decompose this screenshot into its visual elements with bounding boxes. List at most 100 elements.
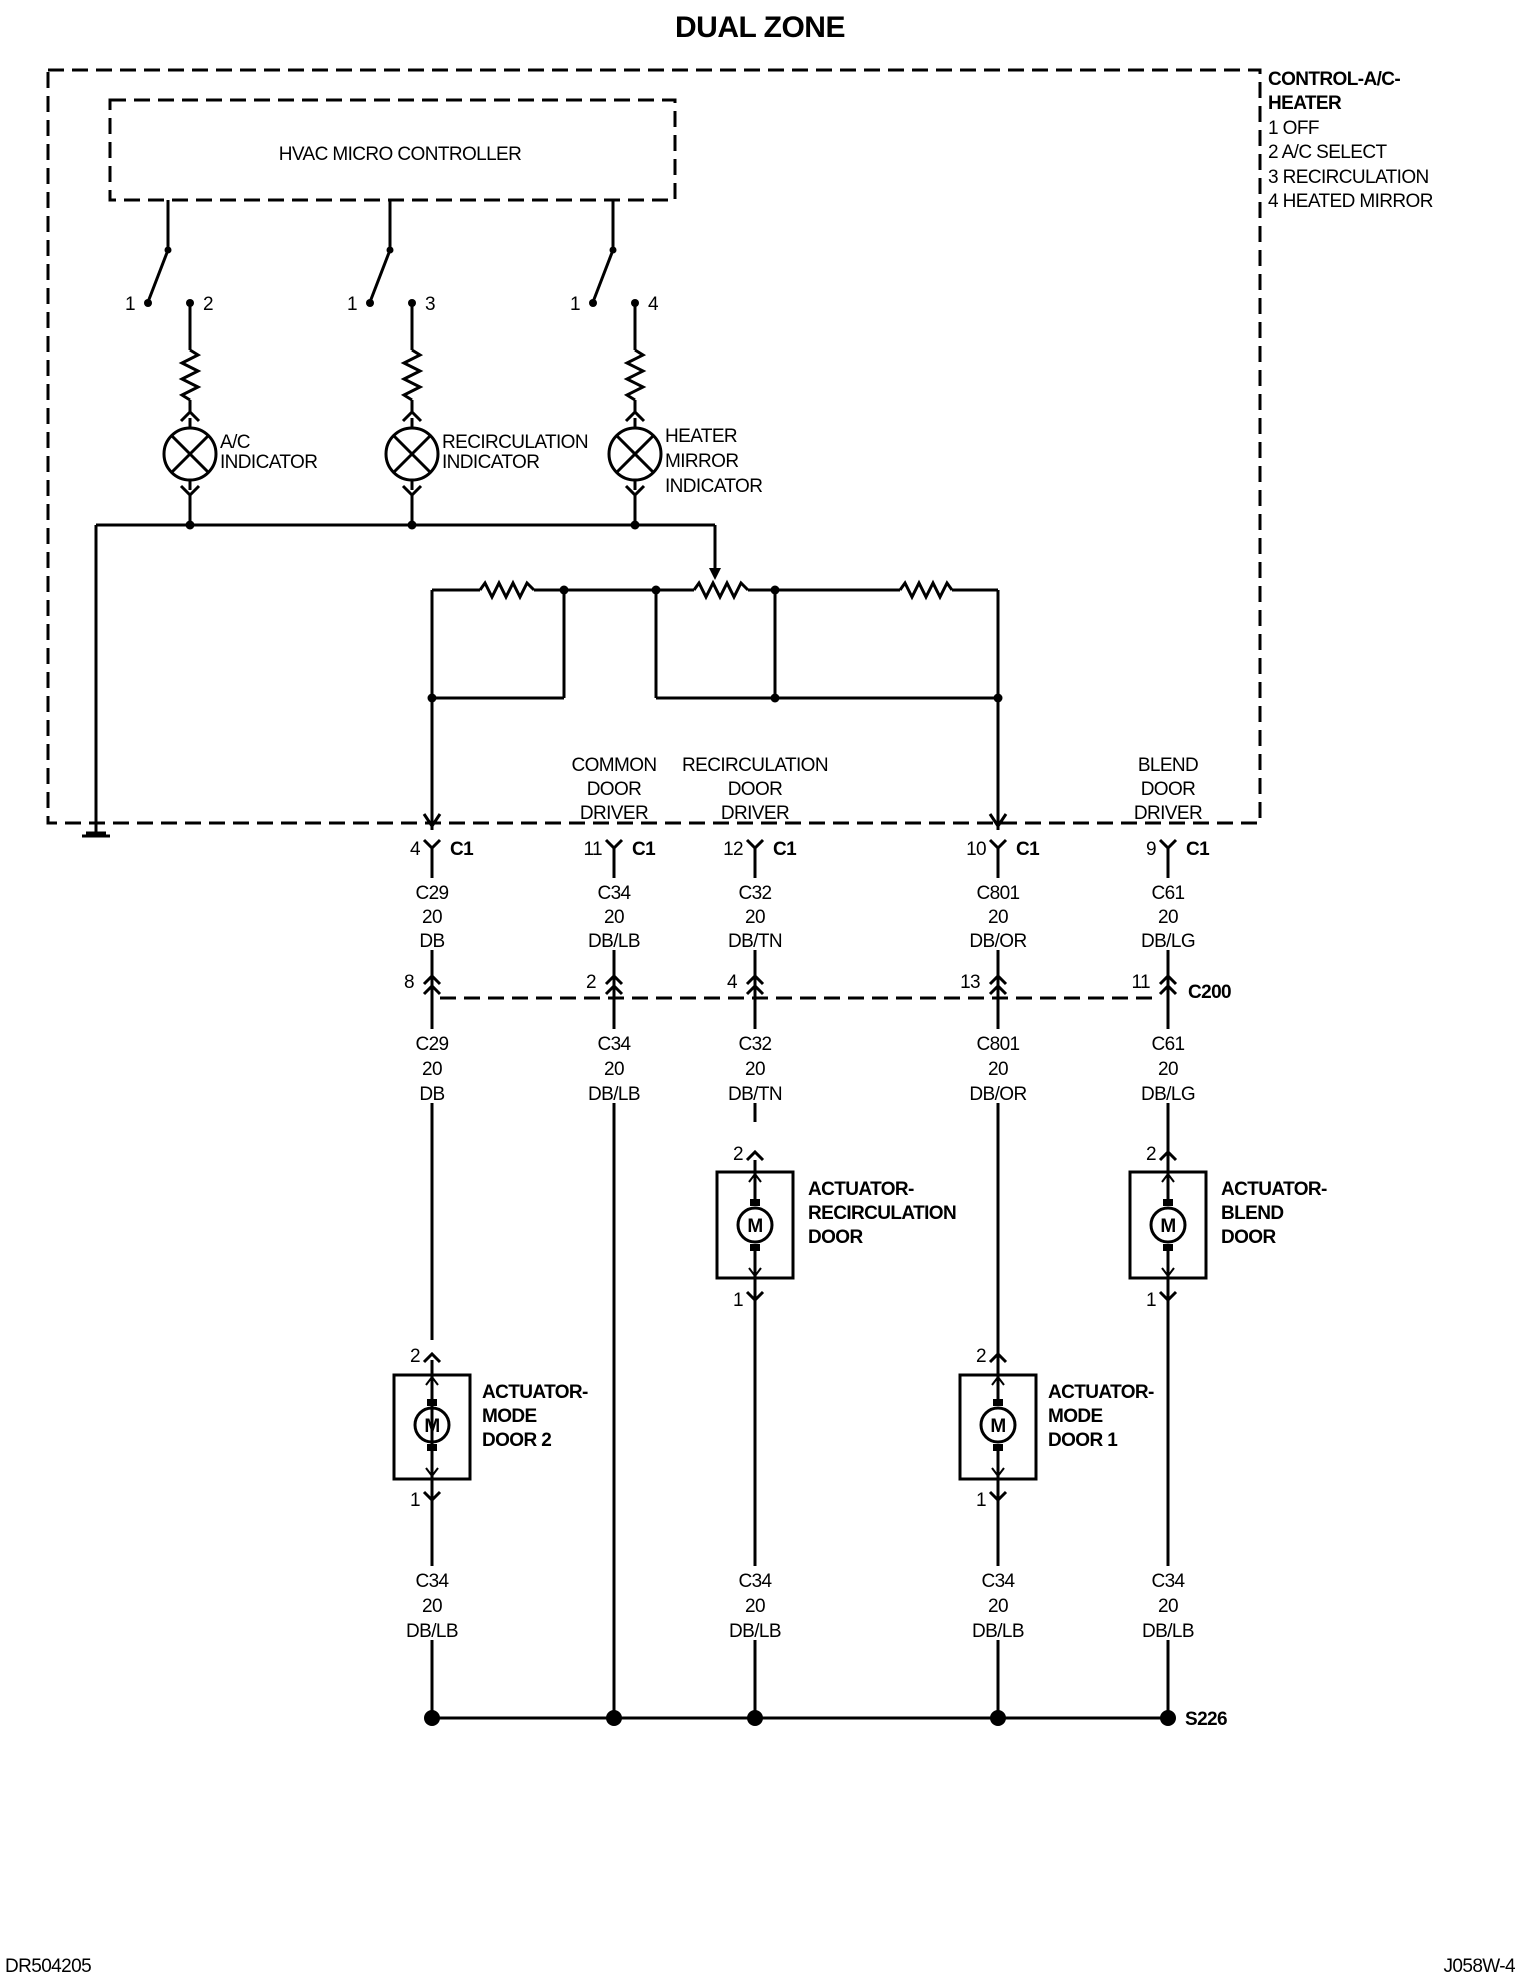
c29-lower-gauge: 20: [422, 1059, 442, 1080]
c61-lower-circuit: C61: [1151, 1034, 1184, 1055]
mirror-indicator-label-1: HEATER: [665, 426, 737, 447]
ground-wire-1-color: DB/LB: [406, 1621, 458, 1642]
blend-actuator-label-2: BLEND: [1221, 1203, 1283, 1224]
mode1-actuator-label-3: DOOR 1: [1048, 1430, 1118, 1451]
c1-label-2: C1: [632, 839, 656, 860]
blend-resistor-network: [422, 523, 1008, 830]
splice-label: S226: [1185, 1709, 1227, 1730]
footer-left-code: DR504205: [5, 1956, 91, 1977]
switch-recirc-pin-1: 1: [347, 294, 357, 315]
recirc-indicator-label-2: INDICATOR: [442, 452, 539, 473]
c29-upper-circuit: C29: [415, 883, 448, 904]
mode1-actuator-pin-1: 1: [976, 1490, 986, 1511]
c1-pin-4: 4: [410, 839, 421, 860]
c1-pin-11: 11: [583, 839, 602, 860]
switch-recirculation: 1 3: [347, 200, 436, 315]
c34-upper-color: DB/LB: [588, 931, 640, 952]
mode2-motor-icon: [413, 1406, 451, 1444]
ground-wire-2-circuit: C34: [738, 1571, 772, 1592]
mode1-motor-label: M: [990, 1416, 1005, 1437]
blend-actuator-pin-1: 1: [1146, 1290, 1156, 1311]
switch-mirror-pin-1: 1: [570, 294, 580, 315]
indicator-branch-recirculation: [384, 303, 440, 525]
recirc-door-driver-label-2: DOOR: [728, 779, 783, 800]
c1-label-3: C1: [773, 839, 797, 860]
c200-pin-8: 8: [404, 972, 414, 993]
c801-upper-gauge: 20: [988, 907, 1008, 928]
control-module-name-2: HEATER: [1268, 93, 1342, 114]
switch-ac-pin-1: 1: [125, 294, 135, 315]
blend-motor-label: M: [1160, 1216, 1175, 1237]
indicator-branch-mirror: [607, 303, 663, 525]
mode1-actuator-label-2: MODE: [1048, 1406, 1103, 1427]
ground-wire-4-gauge: 20: [1158, 1596, 1178, 1617]
switch-recirc-pin-3: 3: [425, 294, 435, 315]
mode2-actuator-pin-1: 1: [410, 1490, 420, 1511]
c200-pin-4: 4: [727, 972, 738, 993]
c32-lower-gauge: 20: [745, 1059, 765, 1080]
ground-circuit-labels: C34 20 DB/LB C34 20 DB/LB C34 20 DB/LB C…: [398, 1566, 1202, 1642]
c32-lower-circuit: C32: [738, 1034, 771, 1055]
switch-heated-mirror: 1 4: [570, 200, 660, 315]
mirror-indicator-label-2: MIRROR: [665, 451, 738, 472]
control-legend-3: 3 RECIRCULATION: [1268, 167, 1429, 188]
c801-lower-color: DB/OR: [969, 1084, 1026, 1105]
mode2-motor-label: M: [424, 1416, 439, 1437]
blend-door-driver-label-3: DRIVER: [1134, 803, 1202, 824]
common-door-driver-label-1: COMMON: [571, 755, 656, 776]
switch-ac: 1 2: [125, 200, 214, 315]
c34-upper-gauge: 20: [604, 907, 624, 928]
blend-actuator-label-1: ACTUATOR-: [1221, 1179, 1327, 1200]
blend-actuator-label-3: DOOR: [1221, 1227, 1276, 1248]
c801-lower-gauge: 20: [988, 1059, 1008, 1080]
recirc-actuator-pin-2: 2: [733, 1144, 743, 1165]
c34-upper-circuit: C34: [597, 883, 631, 904]
upper-circuit-labels: C29 20 DB C34 20 DB/LB C32 20 DB/TN C801…: [402, 878, 1202, 952]
c200-connector: 8 2 4 13 11 C200: [404, 972, 1232, 1003]
ground-wire-3-circuit: C34: [981, 1571, 1015, 1592]
actuator-mode-door-1: 2 M 1 ACTUATOR- MODE DOOR 1: [958, 1340, 1155, 1718]
lower-circuit-labels: C29 20 DB C34 20 DB/LB C32 20 DB/TN C801…: [402, 1029, 1202, 1105]
ground-wire-3-color: DB/LB: [972, 1621, 1024, 1642]
blend-door-driver-label-1: BLEND: [1138, 755, 1198, 776]
mode1-motor-icon: [979, 1406, 1017, 1444]
c200-pin-13: 13: [960, 972, 980, 993]
mode1-actuator-pin-2: 2: [976, 1346, 986, 1367]
control-legend-2: 2 A/C SELECT: [1268, 142, 1387, 163]
c29-lower-circuit: C29: [415, 1034, 448, 1055]
recirc-actuator-pin-1: 1: [733, 1290, 743, 1311]
c1-label-1: C1: [450, 839, 474, 860]
c1-pin-12: 12: [723, 839, 743, 860]
actuator-mode-door-2: 2 M 1 ACTUATOR- MODE DOOR 2: [392, 1340, 589, 1718]
actuator-blend-door: 2 M 1 ACTUATOR- BLEND DOOR: [1128, 1135, 1328, 1718]
c61-lower-gauge: 20: [1158, 1059, 1178, 1080]
mode2-actuator-label-3: DOOR 2: [482, 1430, 551, 1451]
recirc-door-driver-label-1: RECIRCULATION: [682, 755, 828, 776]
footer-right-code: J058W-4: [1444, 1956, 1517, 1977]
c34-lower-gauge: 20: [604, 1059, 624, 1080]
c200-pin-11: 11: [1131, 972, 1150, 993]
recirc-motor-label: M: [747, 1216, 762, 1237]
c801-upper-color: DB/OR: [969, 931, 1026, 952]
c32-upper-gauge: 20: [745, 907, 765, 928]
recirc-actuator-label-3: DOOR: [808, 1227, 863, 1248]
control-module-name-1: CONTROL-A/C-: [1268, 69, 1400, 90]
mode2-actuator-label-1: ACTUATOR-: [482, 1382, 588, 1403]
common-door-driver-label-3: DRIVER: [580, 803, 648, 824]
recirc-motor-icon: [736, 1206, 774, 1244]
c32-lower-color: DB/TN: [728, 1084, 782, 1105]
switch-mirror-pin-4: 4: [648, 294, 659, 315]
control-legend-1: 1 OFF: [1268, 118, 1319, 139]
diagram-title: DUAL ZONE: [675, 11, 845, 44]
c1-label-5: C1: [1186, 839, 1210, 860]
recirc-door-driver-label-3: DRIVER: [721, 803, 789, 824]
mirror-indicator-label-3: INDICATOR: [665, 476, 762, 497]
c1-connector: 4 C1 11 C1 12 C1 10 C1 9 C1: [410, 838, 1211, 1718]
recirc-indicator-label-1: RECIRCULATION: [442, 432, 588, 453]
c801-upper-circuit: C801: [976, 883, 1019, 904]
control-module-boundary: [46, 68, 1262, 825]
common-door-driver-label-2: DOOR: [587, 779, 642, 800]
blend-motor-icon: [1149, 1206, 1187, 1244]
ac-indicator-label-2: INDICATOR: [220, 452, 317, 473]
indicator-branch-ac: [162, 303, 218, 525]
